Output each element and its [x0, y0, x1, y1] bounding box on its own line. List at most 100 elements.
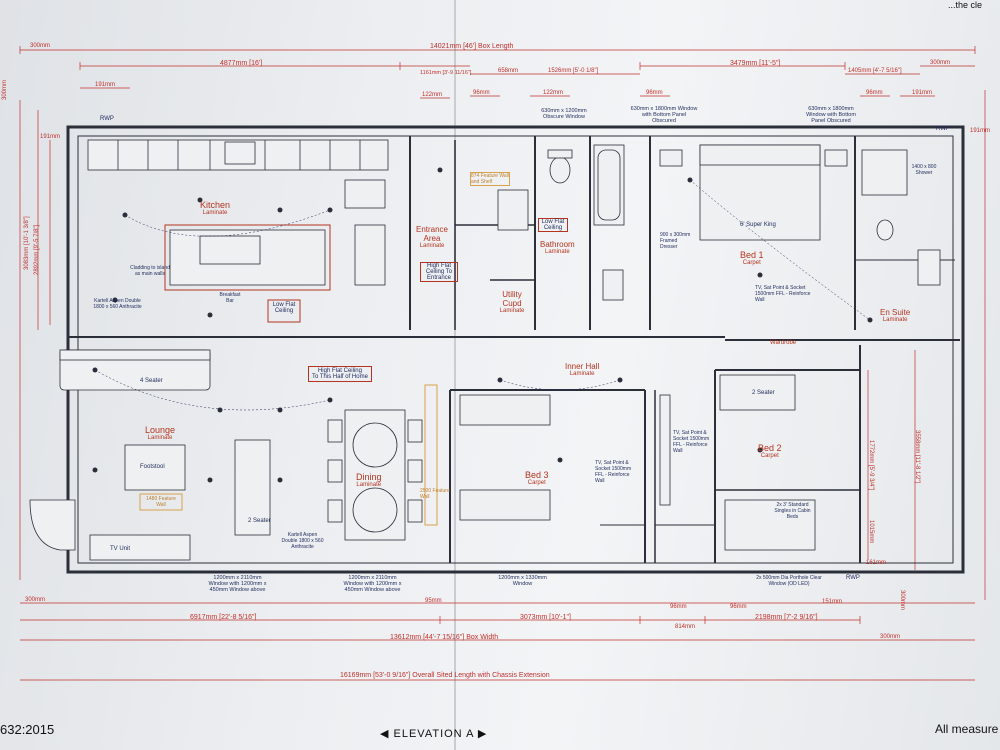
elevation-label: ◀ ELEVATION A ▶	[380, 728, 488, 740]
dim-right-1: 191mm	[970, 128, 991, 134]
room-bed1: Bed 1 Carpet	[740, 250, 764, 266]
room-dining-name: Dining	[356, 472, 382, 482]
dim-left-1: 300mm	[2, 79, 8, 100]
room-ensuite-name: En Suite	[880, 308, 911, 317]
room-utility-name: Utility Cupd	[502, 290, 522, 308]
room-bathroom: Bathroom Laminate	[540, 240, 575, 255]
dim-top-6: 3479mm [11'-5"]	[730, 60, 781, 67]
window-lounge-label: 1200mm x 2110mm Window with 1200mm x 450…	[208, 575, 267, 593]
dim-right-4: 1015mm	[868, 520, 874, 544]
wardrobe-label: Wardrobe	[770, 340, 797, 346]
dim-top-1: 300mm	[30, 43, 51, 49]
dim-right-2: 1772mm [5'-9 3/4"]	[868, 440, 874, 491]
high-flat-ceiling-note: High Flat Ceiling To This Half of Home	[308, 366, 372, 382]
room-entrance-name: Entrance Area	[415, 225, 449, 243]
dim-bottom-6: 814mm	[675, 624, 696, 630]
tv-bed1-label: TV, Sat Point & Socket 1500mm FFL - Rein…	[755, 285, 811, 303]
room-bed3-name: Bed 3	[525, 470, 549, 480]
window-bed3-label: 1200mm x 1330mm Window	[498, 575, 547, 587]
high-flat-ceiling-entrance: High Flat Ceiling To Entrance	[420, 262, 458, 282]
room-inner-hall: Inner Hall Laminate	[565, 362, 599, 377]
tv-bed2-label: TV, Sat Point & Socket 1500mm FFL - Rein…	[673, 430, 710, 454]
rwp-bottom-right: RWP	[846, 575, 860, 581]
dim-box-width: 13612mm [44'-7 15/16"] Box Width	[390, 634, 499, 641]
tv-bed3-label: TV, Sat Point & Socket 1500mm FFL - Rein…	[595, 460, 632, 484]
room-entrance-floor: Laminate	[419, 243, 445, 249]
dim-bottom-2: 6917mm [22'-8 5/16"]	[190, 614, 257, 621]
room-inner-hall-floor: Laminate	[569, 371, 595, 377]
dim-box-length: 14021mm [46'] Box Length	[430, 43, 514, 50]
super-king-label: 6' Super King	[740, 222, 776, 228]
room-bed1-floor: Carpet	[742, 260, 761, 266]
window-dining-label: 1200mm x 2110mm Window with 1200mm x 450…	[343, 575, 402, 593]
cabin-beds-label: 2x 3' Standard Singles in Cabin Beds	[774, 502, 811, 520]
room-utility-floor: Laminate	[499, 308, 525, 314]
dim-top-5: 1526mm [5'-0 1/8"]	[548, 68, 599, 74]
room-entrance: Entrance Area Laminate	[412, 225, 452, 249]
low-flat-ceiling-bath: Low Flat Ceiling	[538, 218, 568, 232]
room-ensuite: En Suite Laminate	[880, 308, 910, 323]
dim-bottom-3: 95mm	[425, 598, 442, 604]
room-bed2-floor: Carpet	[760, 453, 779, 459]
dim-top-7: 1405mm [4'-7 5/16"]	[848, 68, 902, 74]
dim-top-14: 191mm	[912, 90, 933, 96]
window-bed1-label: 630mm x 1800mm Window with Bottom Panel …	[630, 106, 698, 124]
dim-top-13: 96mm	[646, 90, 663, 96]
dim-bottom-5: 96mm	[670, 604, 687, 610]
room-kitchen-floor: Laminate	[202, 210, 228, 216]
room-kitchen-name: Kitchen	[200, 200, 231, 210]
dim-right-5: 161mm	[866, 560, 887, 566]
room-kitchen: Kitchen Laminate	[200, 200, 230, 216]
feature-wall-2500: 2500 Feature Wall	[420, 488, 450, 500]
room-inner-hall-name: Inner Hall	[565, 362, 600, 371]
dim-top-12: 122mm	[543, 90, 564, 96]
room-dining: Dining Laminate	[356, 472, 382, 488]
top-right-fragment: ...the cle	[948, 0, 983, 10]
dim-bottom-8: 2198mm [7'-2 9/16"]	[755, 614, 818, 621]
shower-label: 1400 x 800 Shower	[911, 164, 937, 176]
window-ensuite-label: 630mm x 1800mm Window with Bottom Panel …	[806, 106, 856, 124]
feature-wall-1480: 1480 Feature Wall	[146, 496, 176, 508]
dim-bottom-4: 3073mm [10'-1"]	[520, 614, 571, 621]
breakfast-bar-label: Breakfast Bar	[219, 292, 241, 304]
dim-bottom-1: 300mm	[25, 597, 46, 603]
cladding-label: Cladding to island as main walls	[130, 265, 170, 277]
dim-overall: 16169mm [53'-0 9/16"] Overall Sited Leng…	[340, 672, 550, 679]
all-measure-note: All measure	[935, 722, 999, 736]
dim-left-3: 3083mm [10'-1 3/8"]	[24, 216, 30, 270]
dim-top-9: 191mm	[95, 82, 116, 88]
room-bed3-floor: Carpet	[527, 480, 546, 486]
room-bathroom-name: Bathroom	[540, 240, 575, 249]
dim-top-2: 4877mm [16']	[220, 60, 263, 67]
elevation-text: ELEVATION A	[393, 728, 474, 740]
two-seater-bed2-label: 2 Seater	[752, 390, 775, 396]
footstool-label: Footstool	[140, 464, 165, 470]
dim-bottom-9: 151mm	[822, 599, 843, 605]
radiator-kitchen-label: Kartell Aspen Double 1800 x 560 Anthraci…	[93, 298, 142, 310]
feature-wall-874: 874 Feature Wall and Shelf	[470, 172, 510, 186]
dim-top-3: 1161mm [3'-9 11/16"]	[420, 70, 472, 76]
dim-top-8: 300mm	[930, 60, 951, 66]
dim-left-4: 2892mm [9'-5 7/8"]	[34, 224, 40, 275]
room-bed2-name: Bed 2	[758, 443, 782, 453]
room-bed1-name: Bed 1	[740, 250, 764, 260]
dim-top-15: 96mm	[866, 90, 883, 96]
dim-right-6: 300mm	[899, 590, 905, 611]
room-ensuite-floor: Laminate	[882, 317, 908, 323]
window-bath-label: 630mm x 1200mm Obscure Window	[541, 108, 587, 120]
porthole-label: 2x 500mm Dia Porthole Clear Window (OD L…	[756, 575, 822, 587]
dim-right-3: 3558mm [11'-8 1/2"]	[914, 430, 920, 484]
drawing-code: 632:2015	[0, 722, 55, 737]
room-bathroom-floor: Laminate	[545, 249, 570, 255]
rwp-top-right: RWP	[936, 126, 950, 132]
room-bed3: Bed 3 Carpet	[525, 470, 549, 486]
high-flat-line-2: To This Half of Home	[312, 374, 368, 380]
radiator-lounge-label: Kartell Aspen Double 1800 x 560 Anthraci…	[281, 532, 324, 550]
room-bed2: Bed 2 Carpet	[758, 443, 782, 459]
room-lounge-floor: Laminate	[147, 435, 173, 441]
room-lounge: Lounge Laminate	[145, 425, 175, 441]
room-dining-floor: Laminate	[356, 482, 382, 488]
dim-left-2: 191mm	[40, 134, 61, 140]
